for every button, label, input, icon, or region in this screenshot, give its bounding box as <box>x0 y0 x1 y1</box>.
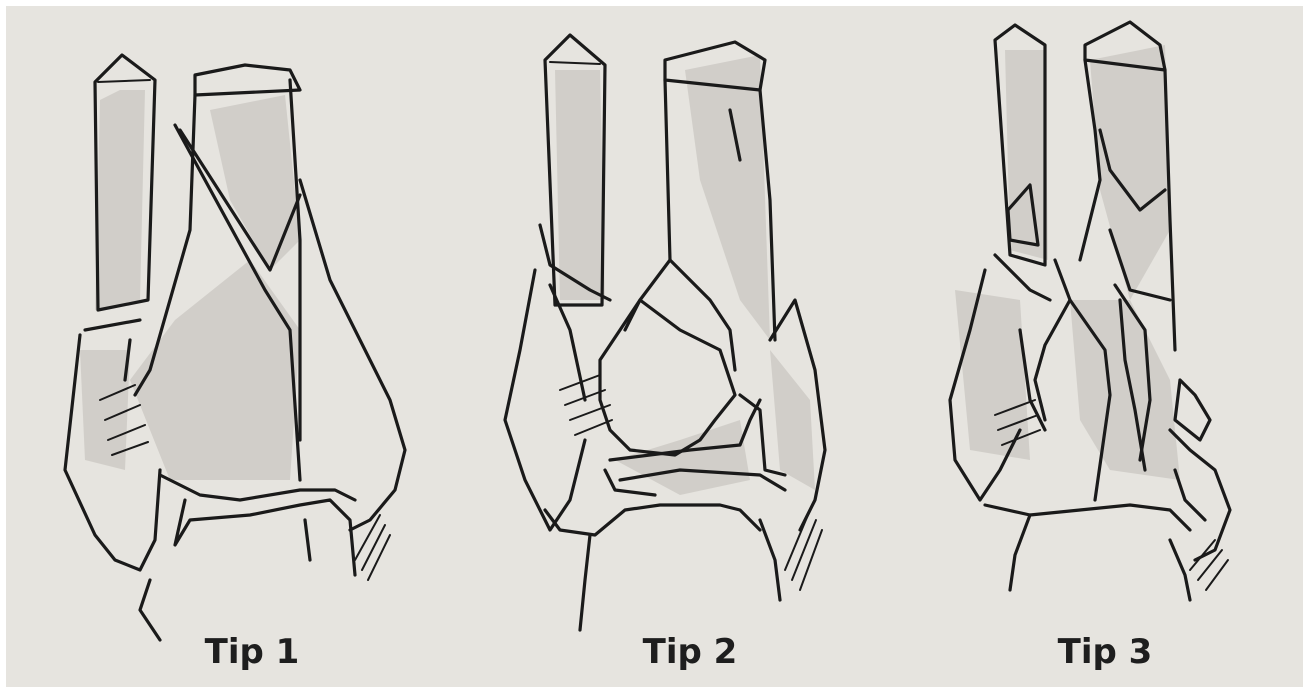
fracture-drawing-tip-3 <box>870 0 1303 693</box>
panel-tip-3: Tip 3 <box>870 0 1303 693</box>
label-tip-2: Tip 2 <box>590 630 790 674</box>
panel-tip-2: Tip 2 <box>440 0 870 693</box>
label-tip-1: Tip 1 <box>152 630 352 674</box>
fracture-drawing-tip-2 <box>440 0 870 693</box>
label-tip-3: Tip 3 <box>1005 630 1205 674</box>
fracture-drawing-tip-1 <box>0 0 440 693</box>
panel-tip-1: Tip 1 <box>0 0 440 693</box>
